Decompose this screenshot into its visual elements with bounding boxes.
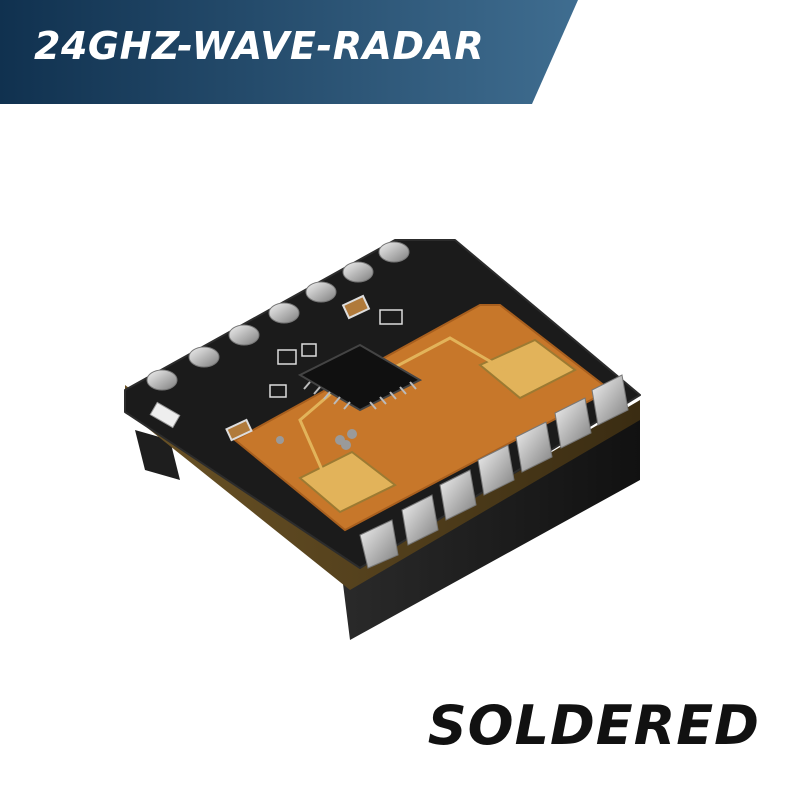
via-dots: [276, 429, 357, 450]
top-pin-row: [146, 241, 410, 391]
pin-header-base: [340, 410, 640, 640]
antenna-trace-rx: [379, 336, 506, 377]
title-banner: 24GHZ-WAVE-RADAR: [0, 0, 600, 104]
capacitor-component: [341, 294, 371, 320]
antenna-patch-rx: [478, 338, 577, 400]
resistor-component: [225, 418, 253, 442]
soldered-label: SOLDERED: [427, 694, 760, 757]
pcb-edge: [125, 385, 640, 590]
front-pin-row: [359, 374, 629, 569]
antenna-patch-tx: [298, 450, 397, 514]
silkscreen-marks: [269, 309, 403, 398]
antenna-trace-tx: [298, 388, 336, 471]
banner-title: 24GHZ-WAVE-RADAR: [34, 24, 485, 68]
chip-pins: [303, 381, 417, 410]
led-component: [149, 401, 181, 429]
